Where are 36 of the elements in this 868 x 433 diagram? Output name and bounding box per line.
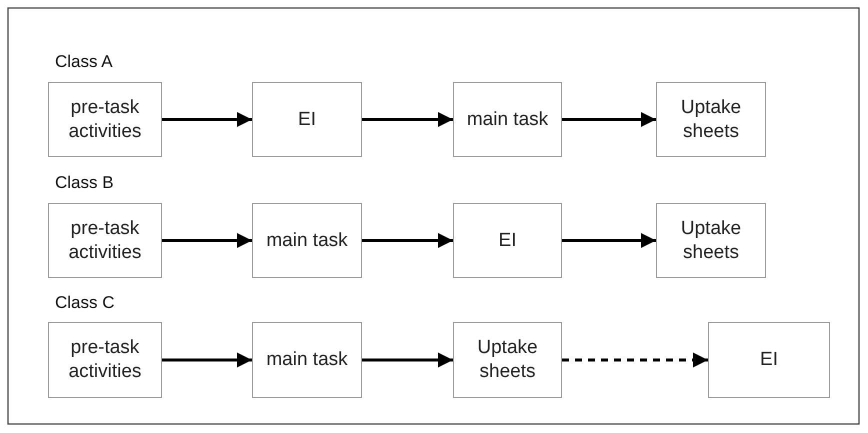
arrow [162,352,252,368]
box-text: Uptake sheets [680,96,742,144]
arrow [562,112,656,127]
box-text: pre-task activities [68,336,142,384]
arrow [562,233,656,248]
process-box [252,203,362,278]
box-text: pre-task activities [68,96,142,144]
process-box [453,203,562,278]
arrow [362,233,453,248]
process-box [48,203,162,278]
box-text: pre-task activities [68,216,142,264]
box-text: EI [298,108,316,132]
box-text: Uptake sheets [680,216,742,264]
process-box [453,322,562,398]
process-box [252,82,362,157]
process-box [453,82,562,157]
row-label: Class A [55,52,113,72]
arrow [362,112,453,127]
process-box [656,82,766,157]
box-text: main task [466,108,548,132]
box-text: EI [760,348,778,372]
box-text: main task [266,348,348,372]
arrow [162,112,252,127]
row-label: Class C [55,293,115,313]
arrow [362,352,453,368]
process-box [48,82,162,157]
arrow [162,233,252,248]
process-box [708,322,830,398]
process-box [656,203,766,278]
box-text: EI [498,228,516,252]
box-text: Uptake sheets [476,336,539,384]
process-box [48,322,162,398]
process-box [252,322,362,398]
box-text: main task [266,228,348,252]
arrow [562,352,708,368]
row-label: Class B [55,173,114,193]
